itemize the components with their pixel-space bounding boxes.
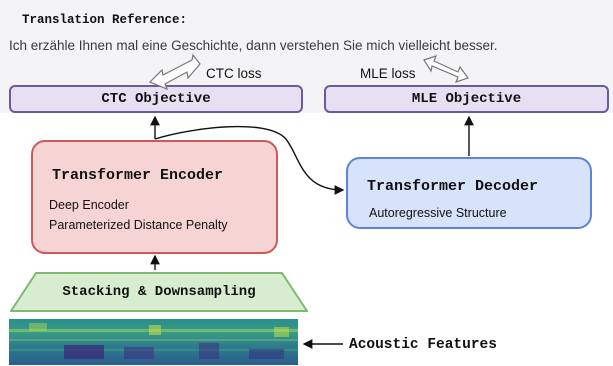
reference-title: Translation Reference:: [22, 13, 188, 27]
encoder-to-decoder-arrow: [154, 125, 345, 195]
acoustic-features-label: Acoustic Features: [349, 337, 497, 353]
stacking-downsampling-block: Stacking & Downsampling: [9, 272, 309, 312]
ctc-objective-box: CTC Objective: [9, 85, 303, 113]
encoder-line-penalty: Parameterized Distance Penalty: [49, 218, 228, 232]
encoder-line-deep: Deep Encoder: [49, 198, 129, 212]
transformer-encoder-box: Transformer Encoder Deep Encoder Paramet…: [31, 140, 278, 254]
mle-loss-double-arrow: [423, 55, 469, 83]
ctc-loss-label: CTC loss: [206, 66, 262, 81]
encoder-title: Transformer Encoder: [52, 167, 224, 184]
reference-sentence: Ich erzähle Ihnen mal eine Geschichte, d…: [9, 38, 498, 53]
transformer-decoder-box: Transformer Decoder Autoregressive Struc…: [346, 157, 592, 229]
decoder-subtitle: Autoregressive Structure: [369, 206, 507, 220]
stacking-label: Stacking & Downsampling: [62, 284, 256, 300]
ctc-loss-double-arrow: [148, 53, 201, 91]
mle-objective-box: MLE Objective: [324, 85, 609, 113]
mle-loss-label: MLE loss: [360, 66, 416, 81]
stacking-trapezoid-shape: [9, 272, 309, 312]
decoder-title: Transformer Decoder: [367, 178, 539, 195]
acoustic-features-spectrogram: [9, 319, 298, 365]
